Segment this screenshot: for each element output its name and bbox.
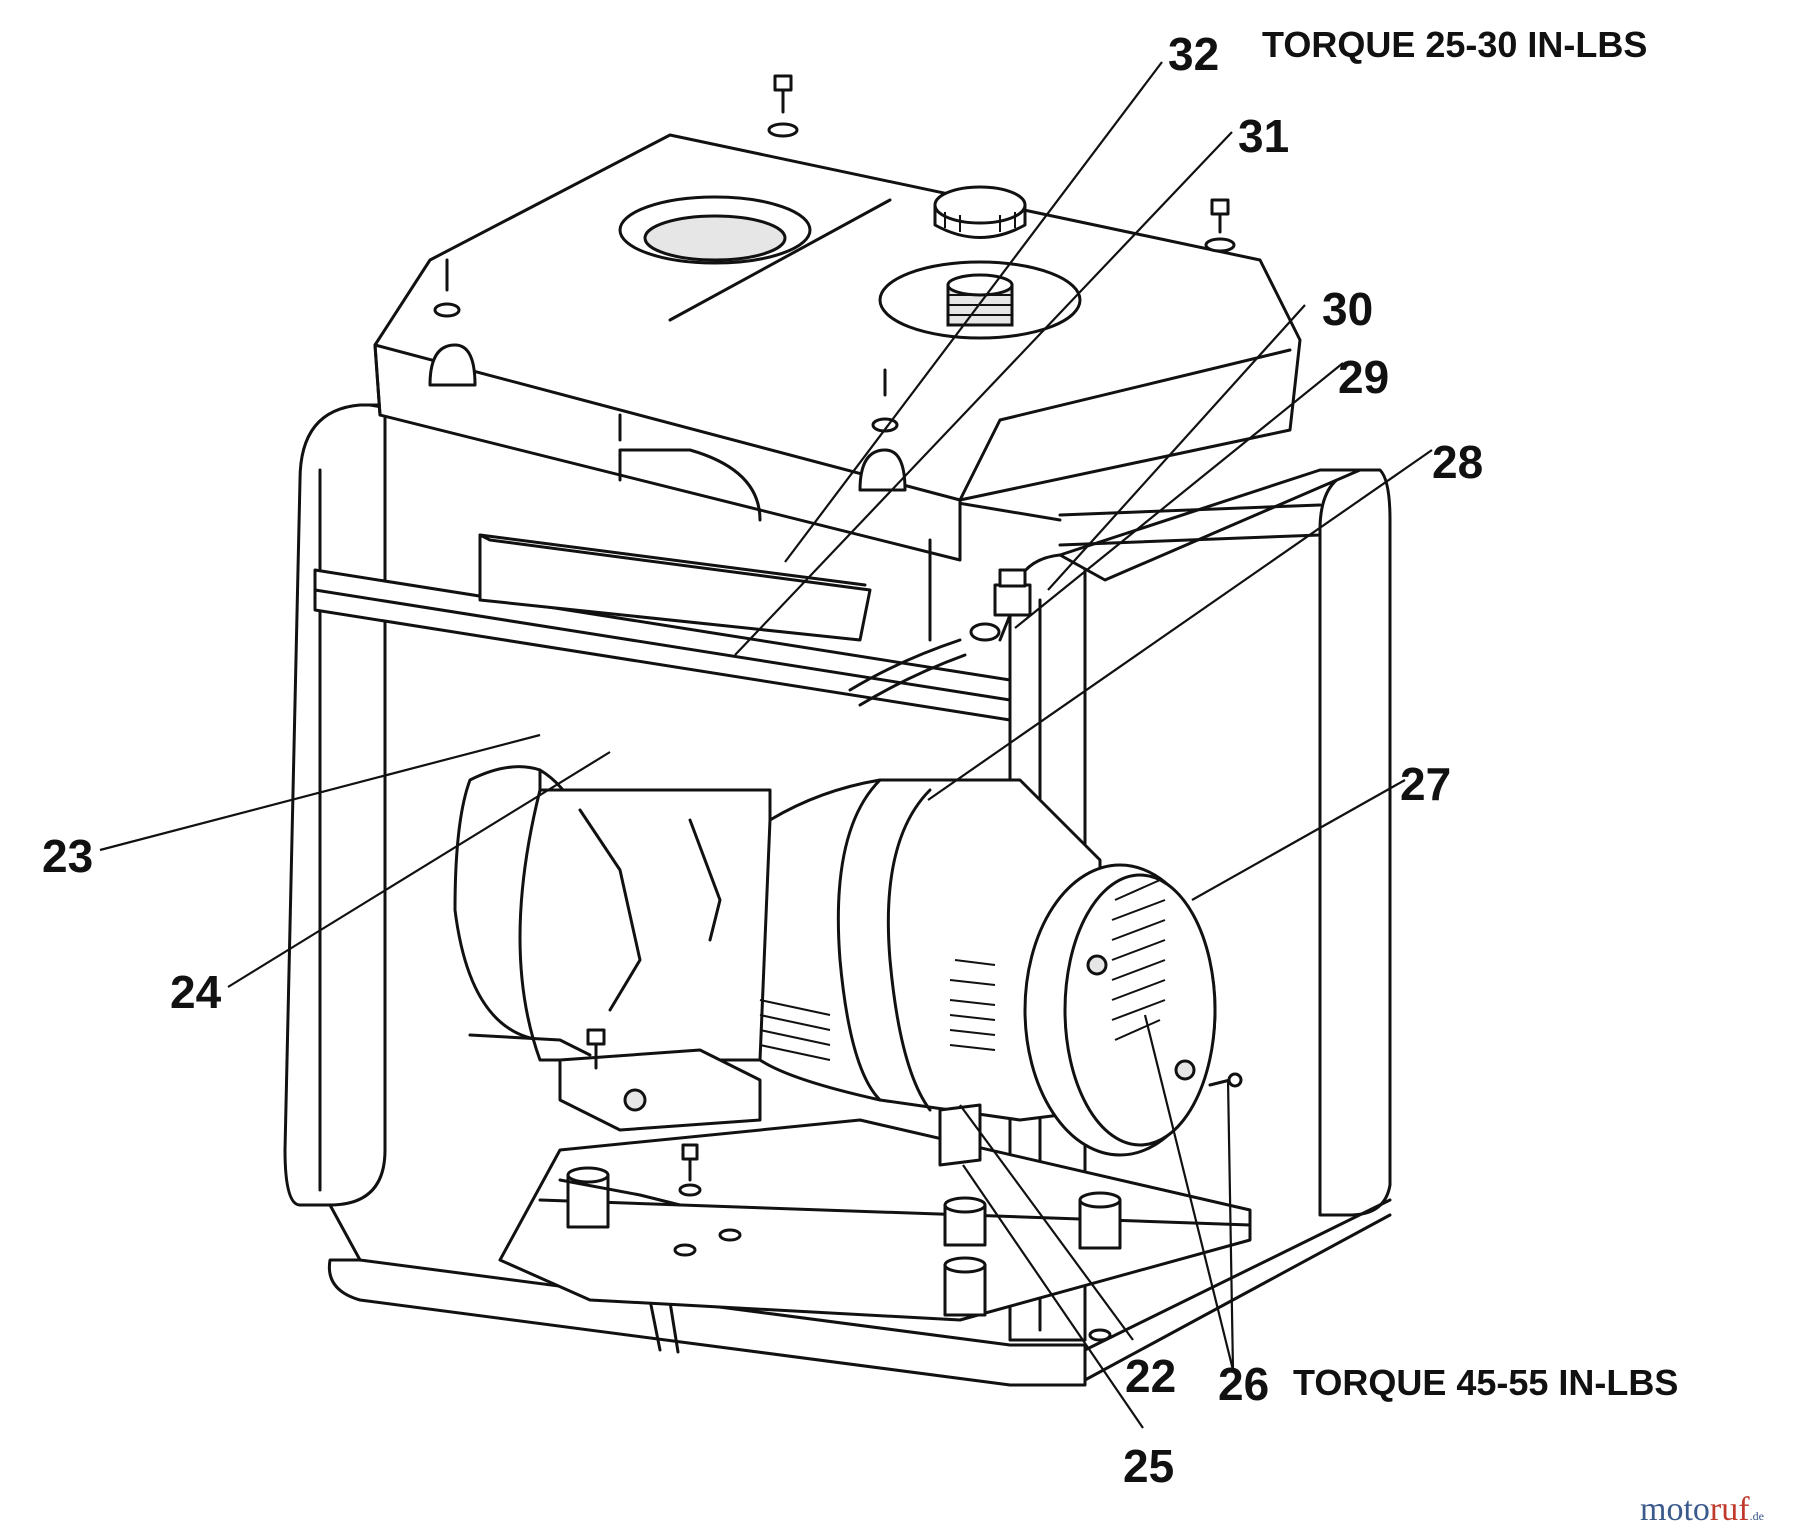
fuel-tank — [373, 133, 1302, 562]
cross-bar — [313, 568, 1012, 722]
callout-labels: 32 31 30 29 28 27 23 24 22 26 25 — [42, 28, 1483, 1492]
base-plate — [468, 1028, 1252, 1342]
top-screws — [767, 74, 1236, 253]
torque-note-top: TORQUE 25-30 IN-LBS — [1262, 24, 1647, 65]
leader-lines — [99, 61, 1433, 1429]
callout-29: 29 — [1338, 351, 1389, 403]
callout-27: 27 — [1400, 758, 1451, 810]
watermark-logo: motoruf.de — [1640, 1491, 1764, 1528]
svg-text:motoruf.de: motoruf.de — [1640, 1491, 1764, 1528]
torque-note-bottom: TORQUE 45-55 IN-LBS — [1293, 1362, 1678, 1403]
callout-23: 23 — [42, 830, 93, 882]
callout-24: 24 — [170, 966, 222, 1018]
callout-25: 25 — [1123, 1440, 1174, 1492]
callout-28: 28 — [1432, 436, 1483, 488]
callout-31: 31 — [1238, 110, 1289, 162]
torque-notes: TORQUE 25-30 IN-LBS TORQUE 45-55 IN-LBS — [1262, 24, 1678, 1403]
alternator — [453, 765, 1243, 1157]
fuel-valve — [848, 568, 1032, 707]
callout-22: 22 — [1125, 1350, 1176, 1402]
control-box — [478, 413, 932, 642]
callout-32: 32 — [1168, 28, 1219, 80]
callout-30: 30 — [1322, 283, 1373, 335]
callout-26: 26 — [1218, 1358, 1269, 1410]
